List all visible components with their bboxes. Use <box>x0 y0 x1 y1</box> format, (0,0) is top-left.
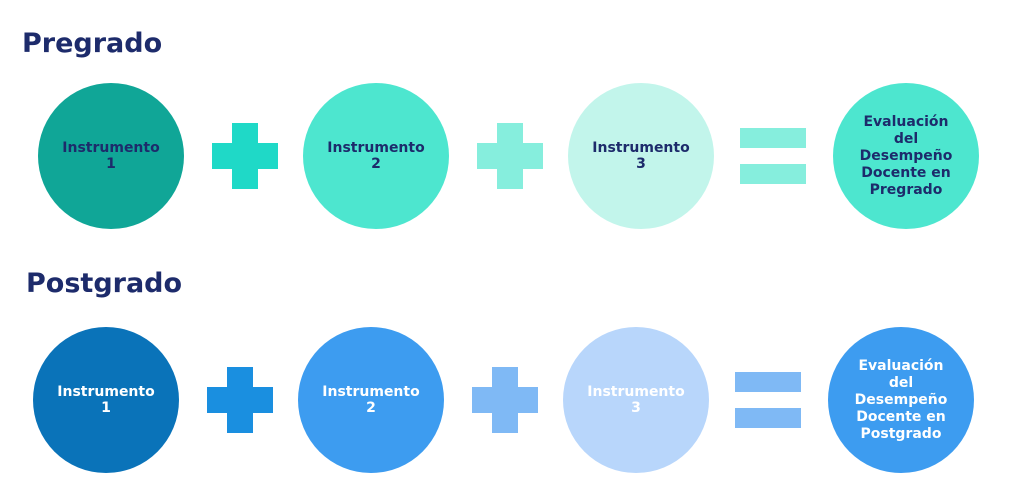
section-title-postgrado: Postgrado <box>26 268 183 299</box>
postgrado-plus-1-icon <box>207 367 273 433</box>
pregrado-plus-2-icon <box>477 123 543 189</box>
postgrado-instrument-1-circle: Instrumento 1 <box>33 327 179 473</box>
section-title-pregrado: Pregrado <box>22 28 163 59</box>
postgrado-plus-2-icon <box>472 367 538 433</box>
postgrado-equals-icon <box>735 372 801 428</box>
pregrado-result-circle: Evaluación del Desempeño Docente en Preg… <box>833 83 979 229</box>
postgrado-result-circle: Evaluación del Desempeño Docente en Post… <box>828 327 974 473</box>
pregrado-instrument-1-circle: Instrumento 1 <box>38 83 184 229</box>
pregrado-plus-1-icon <box>212 123 278 189</box>
postgrado-instrument-2-circle: Instrumento 2 <box>298 327 444 473</box>
pregrado-equals-icon <box>740 128 806 184</box>
pregrado-instrument-3-circle: Instrumento 3 <box>568 83 714 229</box>
postgrado-instrument-3-circle: Instrumento 3 <box>563 327 709 473</box>
pregrado-instrument-2-circle: Instrumento 2 <box>303 83 449 229</box>
